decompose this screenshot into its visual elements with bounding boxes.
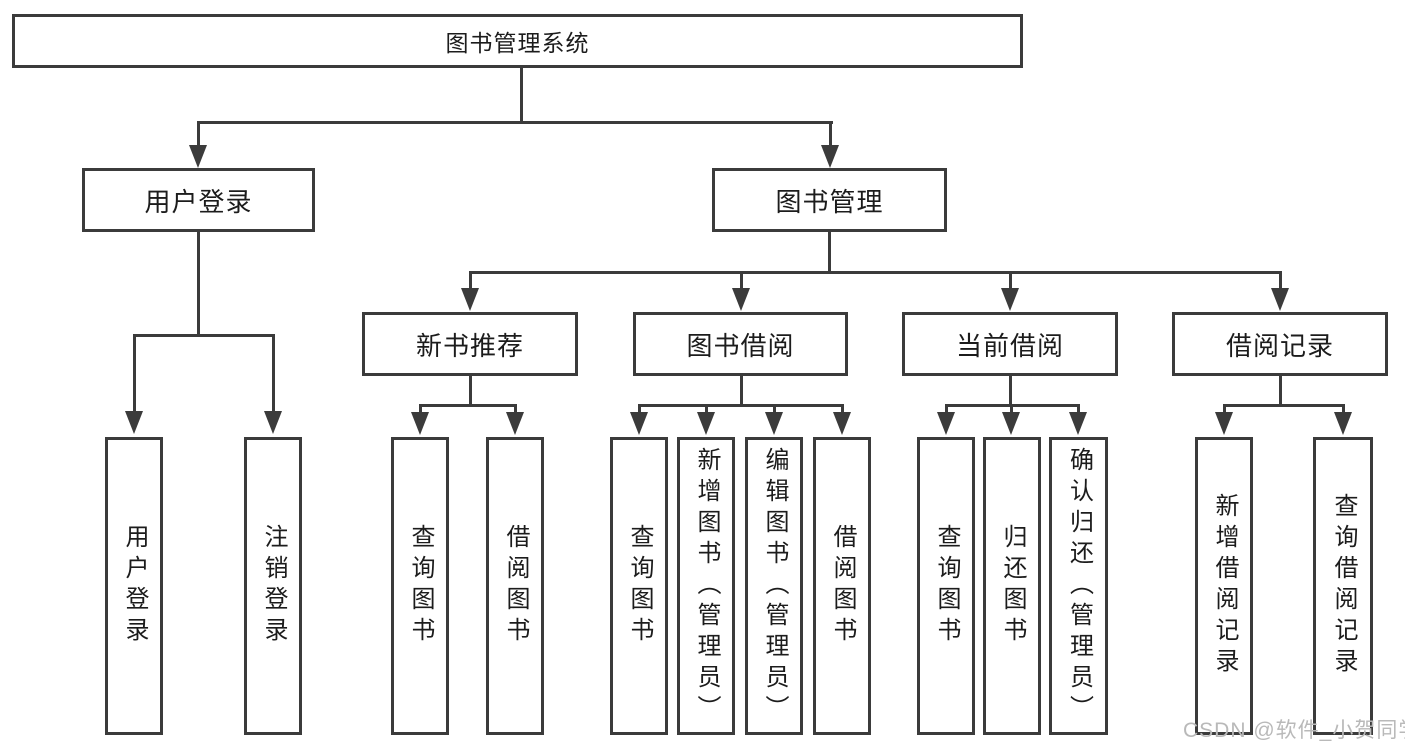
arrow-down-icon — [506, 412, 524, 435]
leaf-logout: 注销登录 — [244, 437, 302, 735]
connector-line — [419, 404, 517, 407]
connector-line — [1077, 405, 1080, 414]
connector-line — [520, 67, 523, 124]
connector-line — [272, 335, 275, 413]
arrow-down-icon — [1334, 412, 1352, 435]
arrow-down-icon — [833, 412, 851, 435]
leaf-confirm-return-admin: 确认归还（管理员） — [1049, 437, 1108, 735]
arrow-down-icon — [732, 288, 750, 311]
connector-line — [1009, 374, 1012, 406]
connector-line — [1342, 405, 1345, 414]
connector-line — [197, 121, 833, 124]
connector-line — [1010, 405, 1013, 414]
node-user-login: 用户登录 — [82, 168, 315, 232]
arrow-down-icon — [125, 411, 143, 434]
connector-line — [841, 405, 844, 414]
arrow-down-icon — [1002, 412, 1020, 435]
leaf-return-books: 归还图书 — [983, 437, 1041, 735]
arrow-down-icon — [189, 145, 207, 168]
arrow-down-icon — [461, 288, 479, 311]
node-book-borrowing: 图书借阅 — [633, 312, 848, 376]
leaf-borrow-books-recommend: 借阅图书 — [486, 437, 544, 735]
connector-line — [1223, 404, 1345, 407]
leaf-borrow-books: 借阅图书 — [813, 437, 871, 735]
connector-line — [197, 231, 200, 337]
node-current-borrowing: 当前借阅 — [902, 312, 1118, 376]
leaf-query-books-borrowing: 查询图书 — [610, 437, 668, 735]
connector-line — [469, 272, 472, 290]
connector-line — [133, 334, 275, 337]
arrow-down-icon — [630, 412, 648, 435]
leaf-add-borrow-record: 新增借阅记录 — [1195, 437, 1253, 735]
leaf-edit-books-admin: 编辑图书（管理员） — [745, 437, 803, 735]
connector-line — [705, 405, 708, 414]
connector-line — [638, 404, 844, 407]
connector-line — [514, 405, 517, 414]
connector-line — [419, 405, 422, 414]
connector-line — [829, 122, 832, 147]
arrow-down-icon — [1215, 412, 1233, 435]
connector-line — [828, 231, 831, 274]
connector-line — [773, 405, 776, 414]
node-library-management-system: 图书管理系统 — [12, 14, 1023, 68]
watermark: CSDN @软件_小贺同学 — [1183, 719, 1405, 742]
connector-line — [1009, 272, 1012, 290]
arrow-down-icon — [1271, 288, 1289, 311]
connector-line — [945, 405, 948, 414]
node-borrowing-records: 借阅记录 — [1172, 312, 1388, 376]
connector-line — [469, 271, 1282, 274]
node-book-management: 图书管理 — [712, 168, 947, 232]
connector-line — [740, 272, 743, 290]
leaf-user-login: 用户登录 — [105, 437, 163, 735]
connector-line — [197, 122, 200, 147]
arrow-down-icon — [765, 412, 783, 435]
arrow-down-icon — [1001, 288, 1019, 311]
arrow-down-icon — [697, 412, 715, 435]
node-new-book-recommendation: 新书推荐 — [362, 312, 578, 376]
arrow-down-icon — [1069, 412, 1087, 435]
arrow-down-icon — [411, 412, 429, 435]
connector-line — [1223, 405, 1226, 414]
connector-line — [1279, 272, 1282, 290]
connector-line — [1279, 374, 1282, 406]
leaf-add-books-admin: 新增图书（管理员） — [677, 437, 735, 735]
leaf-query-books-current: 查询图书 — [917, 437, 975, 735]
arrow-down-icon — [937, 412, 955, 435]
arrow-down-icon — [821, 145, 839, 168]
connector-line — [638, 405, 641, 414]
connector-line — [133, 335, 136, 413]
arrow-down-icon — [264, 411, 282, 434]
connector-line — [469, 374, 472, 406]
leaf-query-books-recommend: 查询图书 — [391, 437, 449, 735]
connector-line — [740, 374, 743, 406]
leaf-query-borrow-record: 查询借阅记录 — [1313, 437, 1373, 735]
